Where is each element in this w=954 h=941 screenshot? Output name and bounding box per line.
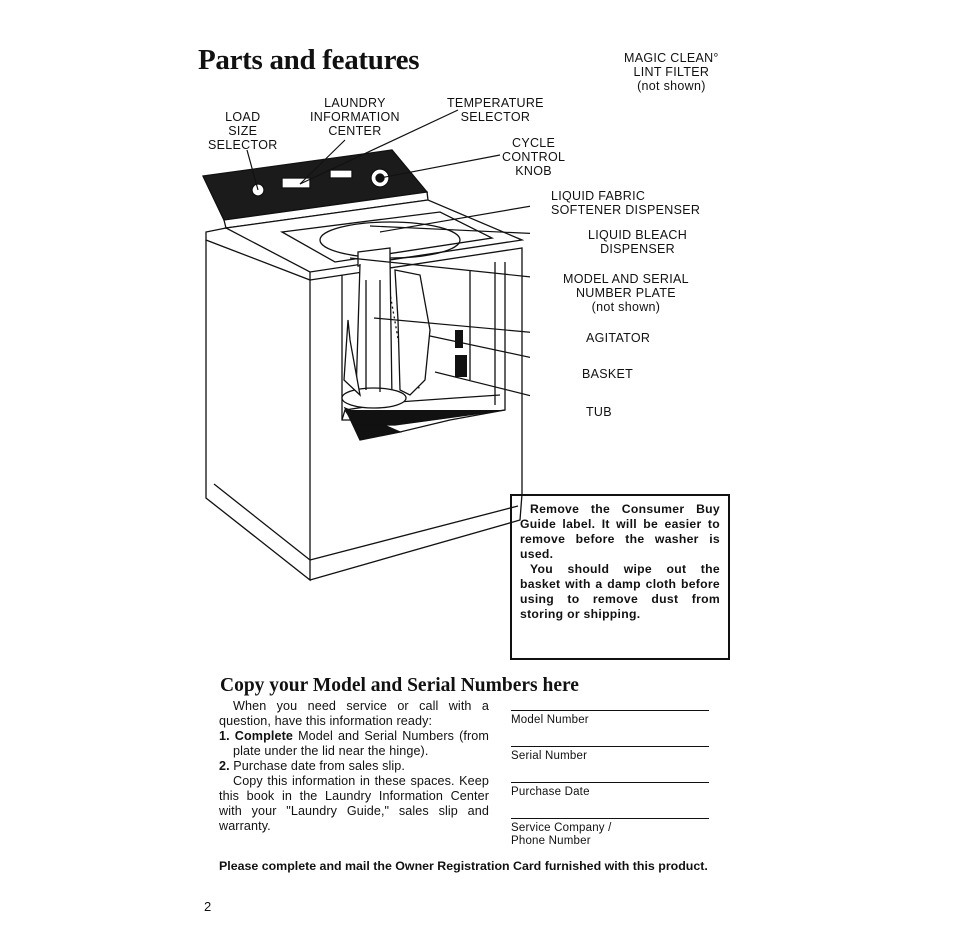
notice-paragraph-1: Remove the Consumer Buy Guide label. It … bbox=[520, 502, 720, 561]
notice-box: Remove the Consumer Buy Guide label. It … bbox=[510, 494, 730, 660]
step-2: 2. Purchase date from sales slip. bbox=[219, 759, 405, 773]
closing-text: Copy this information in these spaces. K… bbox=[219, 774, 489, 833]
label-cycle-control-knob: CYCLE CONTROL KNOB bbox=[502, 136, 566, 178]
section-heading: Copy your Model and Serial Numbers here bbox=[220, 675, 579, 696]
label-basket: BASKET bbox=[582, 367, 634, 381]
label-load-size-selector: LOAD SIZE SELECTOR bbox=[208, 110, 278, 152]
label-liquid-fabric-softener: LIQUID FABRIC SOFTENER DISPENSER bbox=[551, 189, 701, 217]
label-agitator: AGITATOR bbox=[586, 331, 651, 345]
serial-number-field[interactable]: Serial Number bbox=[511, 746, 709, 763]
label-laundry-information-center: LAUNDRY INFORMATION CENTER bbox=[310, 96, 400, 138]
registration-note: Please complete and mail the Owner Regis… bbox=[219, 859, 708, 873]
washer-illustration bbox=[202, 109, 530, 582]
label-magic-clean-lint-filter: MAGIC CLEAN° LINT FILTER (not shown) bbox=[624, 51, 719, 93]
notice-paragraph-2: You should wipe out the basket with a da… bbox=[520, 562, 720, 621]
label-liquid-bleach-dispenser: LIQUID BLEACH DISPENSER bbox=[588, 228, 688, 256]
purchase-date-field[interactable]: Purchase Date bbox=[511, 782, 709, 799]
service-company-field[interactable]: Service Company / Phone Number bbox=[511, 818, 709, 848]
instructions-body: When you need service or call with a que… bbox=[219, 699, 489, 834]
step-1: 1. Complete Model and Serial Numbers (fr… bbox=[219, 729, 489, 758]
label-model-serial-plate: MODEL AND SERIAL NUMBER PLATE (not shown… bbox=[563, 272, 689, 314]
label-tub: TUB bbox=[586, 405, 612, 419]
label-temperature-selector: TEMPERATURE SELECTOR bbox=[447, 96, 544, 124]
page-title: Parts and features bbox=[198, 44, 420, 76]
model-number-field[interactable]: Model Number bbox=[511, 710, 709, 727]
intro-text: When you need service or call with a que… bbox=[219, 699, 489, 728]
page-number: 2 bbox=[204, 899, 212, 914]
